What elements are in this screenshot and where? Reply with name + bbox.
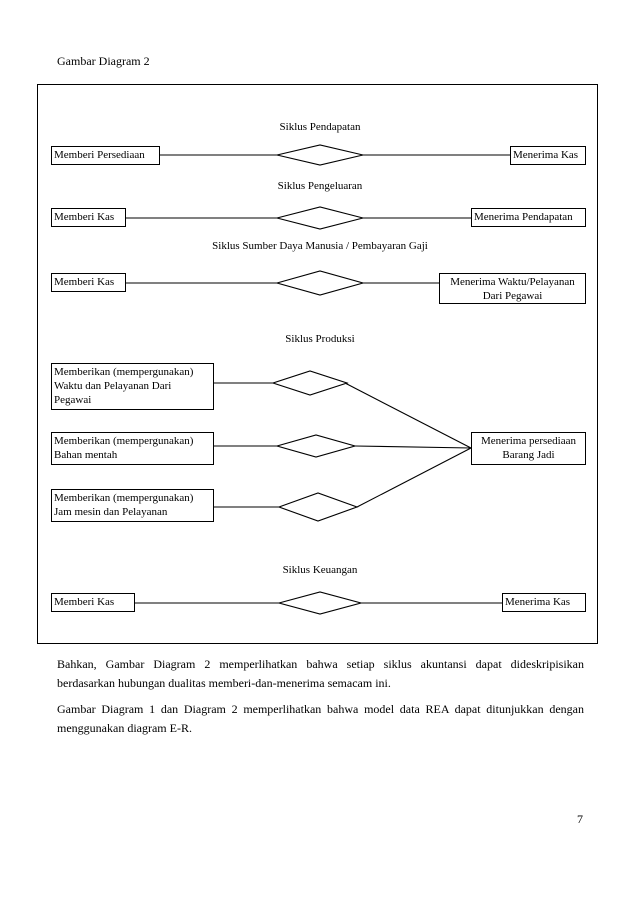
relationship-diamond <box>276 591 364 615</box>
entity-label-line: Menerima persediaan <box>481 435 576 447</box>
entity-label-line: Memberikan (mempergunakan) <box>54 366 194 378</box>
cycle-title-sdm: Siklus Sumber Daya Manusia / Pembayaran … <box>212 240 428 252</box>
entity-box-memberi-kas: Memberi Kas <box>51 208 126 227</box>
cycle-title-produksi: Siklus Produksi <box>285 333 355 345</box>
body-paragraph: Bahkan, Gambar Diagram 2 memperlihatkan … <box>57 657 584 690</box>
entity-box-menerima-waktu: Menerima Waktu/Pelayanan Dari Pegawai <box>439 273 586 304</box>
entity-label-line: Bahan mentah <box>54 449 118 461</box>
entity-box-menerima-pendapatan: Menerima Pendapatan <box>471 208 586 227</box>
relationship-diamond <box>274 270 366 296</box>
entity-box-jam-mesin: Memberikan (mempergunakan) Jam mesin dan… <box>51 489 214 522</box>
page-number: 7 <box>577 812 583 826</box>
entity-box-menerima-kas: Menerima Kas <box>502 593 586 612</box>
figure-caption: Gambar Diagram 2 <box>57 54 150 68</box>
body-paragraph: Gambar Diagram 1 dan Diagram 2 memperlih… <box>57 702 584 735</box>
entity-label-line: Waktu dan Pelayanan Dari <box>54 380 172 392</box>
entity-label-line: Pegawai <box>54 394 92 406</box>
connector-line <box>344 382 472 449</box>
entity-box-menerima-kas: Menerima Kas <box>510 146 586 165</box>
relationship-diamond <box>276 206 364 230</box>
cycle-title-pendapatan: Siklus Pendapatan <box>279 121 361 133</box>
relationship-diamond <box>271 370 349 396</box>
entity-label-line: Barang Jadi <box>502 449 555 461</box>
cycle-title-pengeluaran: Siklus Pengeluaran <box>277 180 363 192</box>
entity-box-bahan-mentah: Memberikan (mempergunakan) Bahan mentah <box>51 432 214 465</box>
entity-label-line: Memberikan (mempergunakan) <box>54 492 194 504</box>
entity-box-waktu-pelayanan: Memberikan (mempergunakan) Waktu dan Pel… <box>51 363 214 410</box>
relationship-diamond <box>274 434 358 458</box>
entity-label-line: Menerima Waktu/Pelayanan <box>450 276 575 288</box>
connector-line <box>354 445 472 449</box>
entity-box-menerima-persediaan: Menerima persediaan Barang Jadi <box>471 432 586 465</box>
relationship-diamond <box>276 144 364 166</box>
entity-box-memberi-kas: Memberi Kas <box>51 593 135 612</box>
cycle-title-keuangan: Siklus Keuangan <box>282 564 358 576</box>
connector-line <box>356 447 472 508</box>
entity-label-line: Memberikan (mempergunakan) <box>54 435 194 447</box>
entity-label-line: Dari Pegawai <box>482 290 543 302</box>
entity-box-memberi-kas: Memberi Kas <box>51 273 126 292</box>
diagram-frame <box>37 84 598 644</box>
relationship-diamond <box>277 492 359 522</box>
entity-label-line: Jam mesin dan Pelayanan <box>54 506 168 518</box>
entity-box-memberi-persediaan: Memberi Persediaan <box>51 146 160 165</box>
